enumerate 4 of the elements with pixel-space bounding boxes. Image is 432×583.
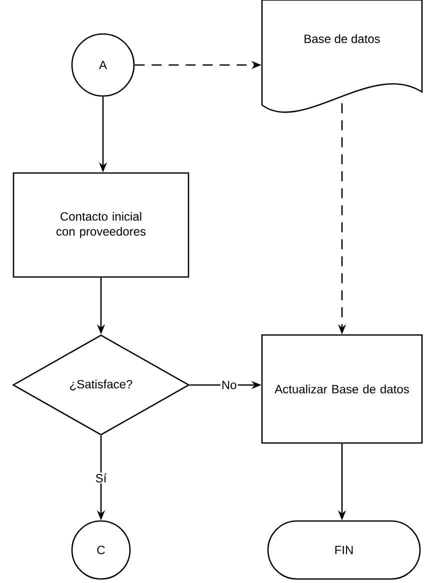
edge-label: No (220, 380, 238, 390)
process-box: Contacto inicial con proveedores (12, 172, 190, 278)
process-box: Actualizar Base de datos (261, 334, 423, 444)
edge-label: Sí (94, 472, 108, 484)
